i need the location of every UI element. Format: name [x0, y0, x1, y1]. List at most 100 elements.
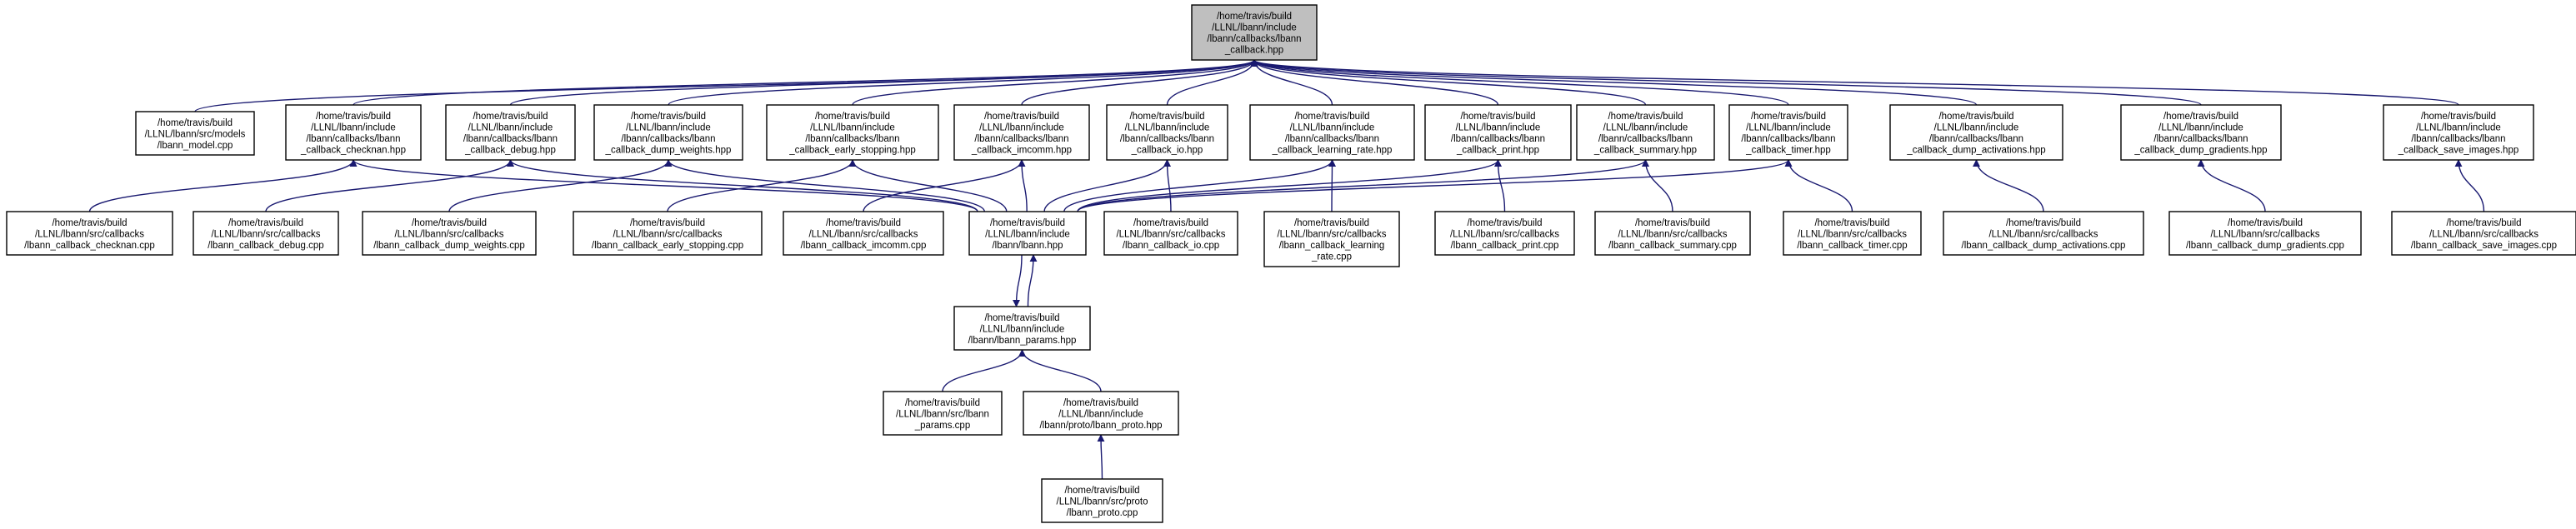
file-node-dump-activations-hpp[interactable]: /home/travis/build/LLNL/lbann/include/lb… — [1889, 104, 2063, 161]
dependency-edge-imcomm-cpp-to-imcomm-hpp — [863, 159, 1026, 212]
file-node-label-line: /lbann_callback_print.cpp — [1451, 241, 1559, 251]
file-node-box — [193, 211, 339, 256]
file-node-imcomm-hpp[interactable]: /home/travis/build/LLNL/lbann/include/lb… — [953, 104, 1090, 161]
file-node-box — [362, 211, 537, 256]
dependency-edge-imcomm-hpp-to-root — [1021, 59, 1258, 106]
file-node-box — [953, 306, 1091, 351]
dependency-edge-print-hpp-to-root — [1250, 59, 1499, 106]
file-node-label-line: /home/travis/build — [905, 398, 980, 408]
file-node-label-line: /LLNL/lbann/src/callbacks — [1618, 229, 1727, 239]
file-node-label-line: /LLNL/lbann/include — [980, 324, 1065, 334]
file-node-save-images-hpp[interactable]: /home/travis/build/LLNL/lbann/include/lb… — [2383, 104, 2534, 161]
file-node-box — [883, 391, 1003, 436]
file-node-debug-hpp[interactable]: /home/travis/build/LLNL/lbann/include/lb… — [445, 104, 576, 161]
file-node-label-line: /LLNL/lbann/include — [311, 123, 396, 133]
file-node-label-line: _callback_checknan.hpp — [300, 146, 406, 156]
file-node-label-line: /home/travis/build — [1063, 398, 1138, 408]
file-node-timer-hpp[interactable]: /home/travis/build/LLNL/lbann/include/lb… — [1728, 104, 1848, 161]
file-node-lbann-hpp[interactable]: /home/travis/build/LLNL/lbann/include/lb… — [968, 211, 1087, 256]
file-node-early-stopping-cpp[interactable]: /home/travis/build/LLNL/lbann/src/callba… — [573, 211, 763, 256]
dependency-edge-timer-hpp-to-root — [1250, 59, 1789, 106]
file-node-box — [1576, 104, 1715, 161]
file-node-timer-cpp[interactable]: /home/travis/build/LLNL/lbann/src/callba… — [1783, 211, 1922, 256]
file-node-params-cpp[interactable]: /home/travis/build/LLNL/lbann/src/lbann_… — [883, 391, 1003, 436]
dependency-edge-proto-cpp-to-proto-hpp — [1097, 434, 1105, 480]
file-node-box — [1594, 211, 1751, 256]
file-node-io-cpp[interactable]: /home/travis/build/LLNL/lbann/src/callba… — [1103, 211, 1238, 256]
file-node-label-line: /home/travis/build — [2421, 112, 2496, 122]
dependency-edge-learning-rate-cpp-to-learning-rate-hpp — [1328, 159, 1336, 212]
file-node-checknan-cpp[interactable]: /home/travis/build/LLNL/lbann/src/callba… — [6, 211, 173, 256]
file-node-io-hpp[interactable]: /home/travis/build/LLNL/lbann/include/lb… — [1106, 104, 1228, 161]
dependency-edge-lbann-hpp-to-timer-hpp — [1077, 159, 1793, 212]
file-node-learning-rate-hpp[interactable]: /home/travis/build/LLNL/lbann/include/lb… — [1249, 104, 1415, 161]
file-node-label-line: /LLNL/lbann/src/callbacks — [808, 229, 918, 239]
file-node-summary-hpp[interactable]: /home/travis/build/LLNL/lbann/include/lb… — [1576, 104, 1715, 161]
file-node-label-line: /LLNL/lbann/src/models — [145, 129, 246, 139]
file-node-debug-cpp[interactable]: /home/travis/build/LLNL/lbann/src/callba… — [193, 211, 339, 256]
file-node-label-line: /LLNL/lbann/include — [1456, 123, 1541, 133]
file-node-dump-weights-cpp[interactable]: /home/travis/build/LLNL/lbann/src/callba… — [362, 211, 537, 256]
file-node-save-images-cpp[interactable]: /home/travis/build/LLNL/lbann/src/callba… — [2391, 211, 2576, 256]
file-node-box — [573, 211, 763, 256]
file-node-label-line: /lbann/lbann_params.hpp — [968, 336, 1077, 346]
dependency-edge-dump-weights-cpp-to-dump-weights-hpp — [448, 159, 673, 212]
file-node-print-cpp[interactable]: /home/travis/build/LLNL/lbann/src/callba… — [1434, 211, 1575, 256]
file-node-proto-cpp[interactable]: /home/travis/build/LLNL/lbann/src/proto/… — [1041, 478, 1163, 523]
file-node-label-line: /lbann/callbacks/lbann — [974, 134, 1068, 144]
file-node-label-line: /home/travis/build — [1608, 112, 1683, 122]
file-node-params-hpp[interactable]: /home/travis/build/LLNL/lbann/include/lb… — [953, 306, 1091, 351]
file-node-label-line: /home/travis/build — [1751, 112, 1826, 122]
dependency-edge-debug-cpp-to-debug-hpp — [265, 159, 514, 212]
dependency-edge-io-hpp-to-root — [1166, 59, 1258, 106]
file-node-label-line: /home/travis/build — [2446, 218, 2521, 228]
file-node-learning-rate-cpp[interactable]: /home/travis/build/LLNL/lbann/src/callba… — [1263, 211, 1400, 267]
file-node-dump-weights-hpp[interactable]: /home/travis/build/LLNL/lbann/include/lb… — [593, 104, 743, 161]
file-node-label-line: /home/travis/build — [984, 112, 1059, 122]
file-node-label-line: /LLNL/lbann/src/callbacks — [2210, 229, 2319, 239]
file-node-label-line: /home/travis/build — [228, 218, 303, 228]
file-node-label-line: _callback_dump_weights.hpp — [605, 146, 732, 156]
file-node-dump-gradients-hpp[interactable]: /home/travis/build/LLNL/lbann/include/lb… — [2120, 104, 2282, 161]
file-node-label-line: /home/travis/build — [1064, 486, 1139, 496]
file-node-label-line: /LLNL/lbann/include — [626, 123, 711, 133]
file-node-label-line: /lbann/proto/lbann_proto.hpp — [1039, 421, 1162, 431]
file-node-label-line: /lbann_callback_imcomm.cpp — [801, 241, 927, 251]
file-node-label-line: /lbann/callbacks/lbann — [463, 134, 558, 144]
dependency-edge-params-cpp-to-params-hpp — [942, 349, 1026, 392]
file-node-box — [1263, 211, 1400, 267]
file-node-label-line: _callback_save_images.hpp — [2398, 146, 2518, 156]
file-node-print-hpp[interactable]: /home/travis/build/LLNL/lbann/include/lb… — [1424, 104, 1572, 161]
file-node-early-stopping-hpp[interactable]: /home/travis/build/LLNL/lbann/include/lb… — [766, 104, 939, 161]
dependency-edge-print-cpp-to-print-hpp — [1494, 159, 1506, 212]
file-node-checknan-hpp[interactable]: /home/travis/build/LLNL/lbann/include/lb… — [285, 104, 422, 161]
file-node-dump-gradients-cpp[interactable]: /home/travis/build/LLNL/lbann/src/callba… — [2168, 211, 2362, 256]
file-node-label-line: /home/travis/build — [1467, 218, 1542, 228]
file-node-root[interactable]: /home/travis/build/LLNL/lbann/include/lb… — [1191, 4, 1318, 61]
file-node-label-line: /home/travis/build — [2163, 112, 2238, 122]
dependency-edge-lbann-hpp-to-checknan-hpp — [349, 159, 978, 212]
file-node-label-line: /lbann_callback_dump_gradients.cpp — [2186, 241, 2344, 251]
file-node-label-line: /home/travis/build — [630, 218, 705, 228]
file-node-box — [1943, 211, 2144, 256]
file-node-summary-cpp[interactable]: /home/travis/build/LLNL/lbann/src/callba… — [1594, 211, 1751, 256]
file-node-label-line: /LLNL/lbann/include — [1603, 123, 1688, 133]
dependency-edges — [88, 59, 2485, 480]
file-node-dump-activations-cpp[interactable]: /home/travis/build/LLNL/lbann/src/callba… — [1943, 211, 2144, 256]
file-node-label-line: /home/travis/build — [1938, 112, 2013, 122]
file-node-proto-hpp[interactable]: /home/travis/build/LLNL/lbann/include/lb… — [1023, 391, 1179, 436]
file-node-label-line: /home/travis/build — [316, 112, 391, 122]
file-node-box — [1728, 104, 1848, 161]
file-node-model-cpp[interactable]: /home/travis/build/LLNL/lbann/src/models… — [135, 111, 255, 156]
file-node-label-line: /LLNL/lbann/src/callbacks — [1988, 229, 2098, 239]
file-node-label-line: /lbann_callback_dump_activations.cpp — [1962, 241, 2126, 251]
dependency-edge-early-stopping-cpp-to-early-stopping-hpp — [667, 159, 857, 212]
file-node-label-line: /LLNL/lbann/src/callbacks — [2429, 229, 2538, 239]
file-node-imcomm-cpp[interactable]: /home/travis/build/LLNL/lbann/src/callba… — [783, 211, 944, 256]
file-node-label-line: /home/travis/build — [631, 112, 706, 122]
file-node-box — [1041, 478, 1163, 523]
file-node-label-line: _callback_learning_rate.hpp — [1272, 146, 1393, 156]
dependency-edge-lbann-hpp-to-print-hpp — [1077, 159, 1502, 212]
file-node-label-line: /LLNL/lbann/src/callbacks — [35, 229, 144, 239]
file-node-box — [6, 211, 173, 256]
